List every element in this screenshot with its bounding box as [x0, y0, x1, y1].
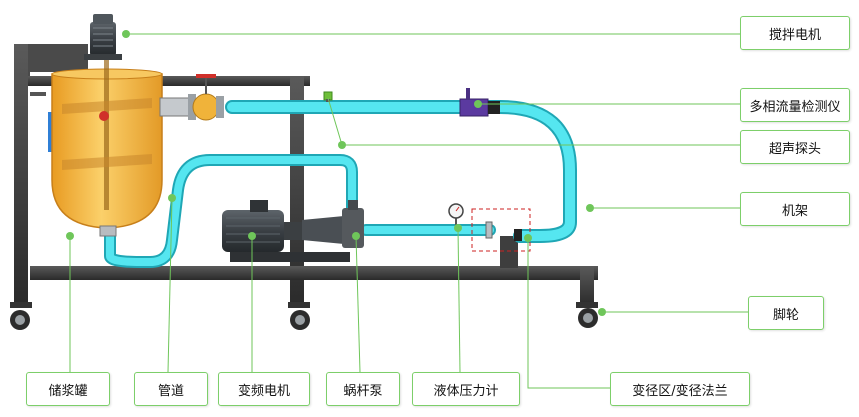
leader-lines — [69, 33, 748, 389]
leader-pipe — [167, 197, 173, 373]
middle-leg — [290, 76, 304, 308]
motor-base — [230, 252, 350, 262]
outlet-valve — [159, 74, 224, 121]
pressure-gauge — [448, 203, 464, 228]
screw-pump — [302, 200, 364, 248]
leader-gauge — [457, 227, 461, 373]
reducer-highlight — [471, 208, 531, 252]
level-gauge — [48, 112, 52, 152]
label-screw-pump: 蜗杆泵 — [326, 372, 400, 406]
ultrasonic-probe — [323, 91, 333, 102]
reducer-support — [500, 236, 518, 268]
slurry-tank — [51, 50, 163, 237]
label-caster: 脚轮 — [748, 296, 824, 330]
casters — [10, 302, 598, 330]
left-leg — [14, 44, 28, 306]
label-slurry-tank: 储浆罐 — [26, 372, 110, 406]
label-flowmeter: 多相流量检测仪 — [740, 88, 850, 122]
reducer-flange — [471, 208, 531, 252]
label-reducer: 变径区/变径法兰 — [610, 372, 750, 406]
bottom-beam — [30, 266, 598, 280]
leader-pump — [355, 235, 361, 373]
caster-right — [576, 302, 598, 328]
leader-reducer — [527, 238, 610, 389]
label-frame: 机架 — [740, 192, 850, 226]
caster-left — [10, 302, 32, 330]
caster-middle — [288, 302, 310, 330]
leader-dots — [66, 30, 606, 316]
pipeline — [104, 100, 577, 268]
label-stirring-motor: 搅拌电机 — [740, 16, 850, 50]
label-pressure-gauge: 液体压力计 — [412, 372, 520, 406]
label-pipe: 管道 — [134, 372, 208, 406]
tank-outlet — [99, 225, 117, 237]
label-vfd-motor: 变频电机 — [218, 372, 310, 406]
label-ultrasonic-probe: 超声探头 — [740, 130, 850, 164]
stirring-motor — [84, 14, 122, 60]
stirrer-shaft — [104, 50, 109, 210]
right-leg — [580, 266, 594, 306]
